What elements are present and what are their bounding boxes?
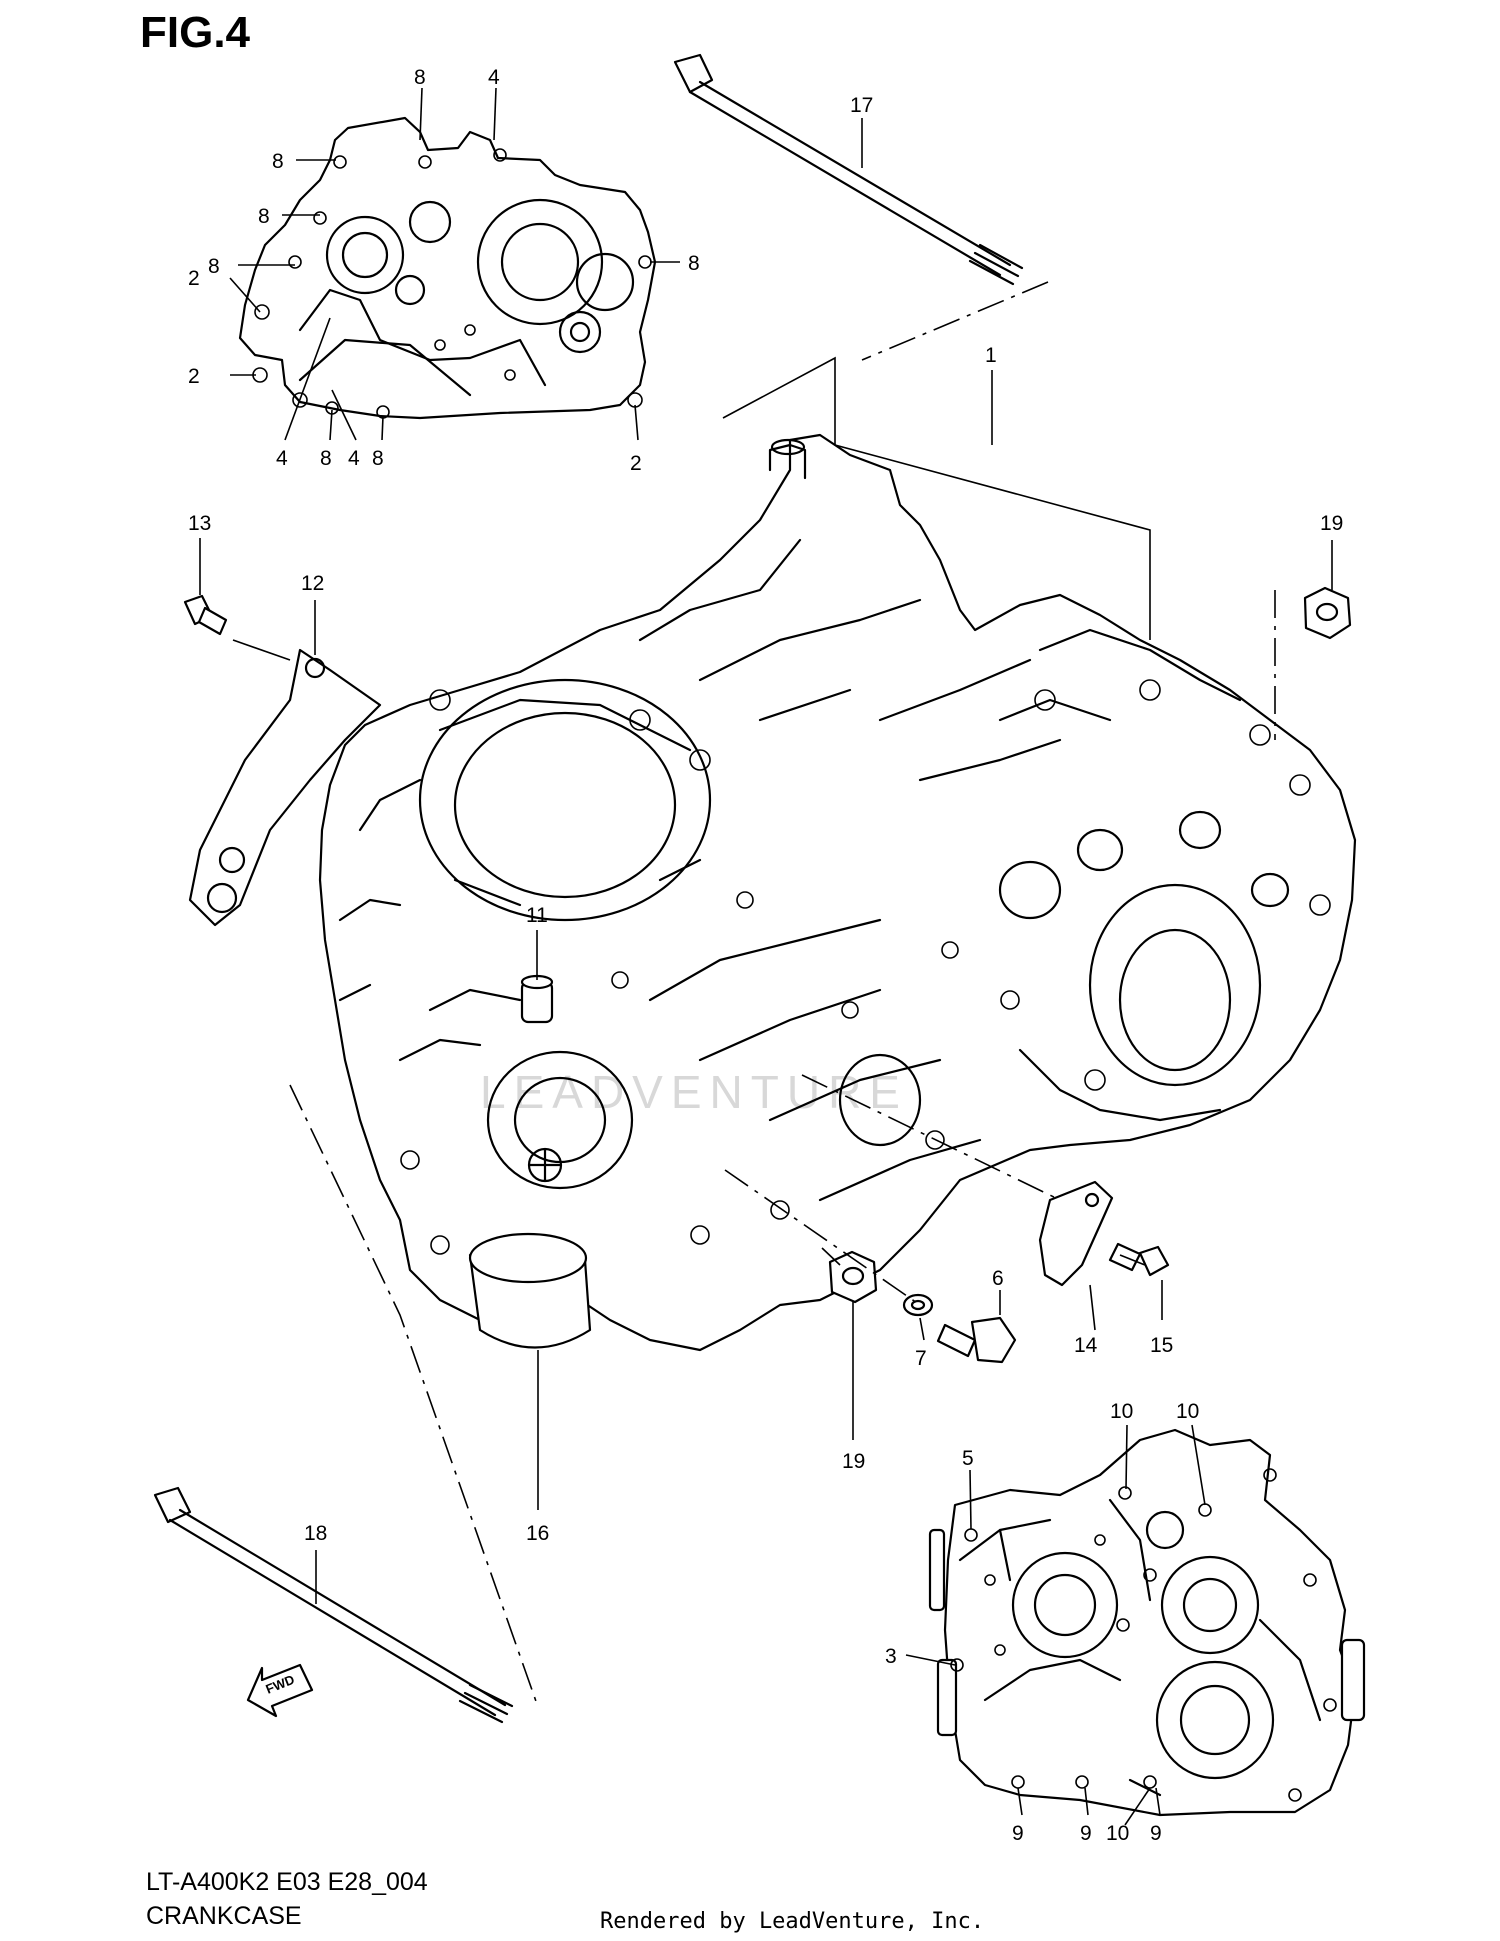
nut-19-upper xyxy=(1303,586,1352,640)
crankcase-right-half xyxy=(928,1428,1366,1817)
callout-8: 8 xyxy=(414,66,426,89)
callout-2: 2 xyxy=(188,365,200,388)
callout-17: 17 xyxy=(850,94,873,117)
assembly-lines xyxy=(232,281,1276,1708)
callout-19: 19 xyxy=(842,1450,865,1473)
forward-arrow-icon: FWD xyxy=(246,1663,314,1718)
long-bolt-18 xyxy=(153,1486,514,1724)
nut-19-lower xyxy=(828,1250,878,1304)
callout-4: 4 xyxy=(348,447,360,470)
callout-14: 14 xyxy=(1074,1334,1098,1357)
callout-1: 1 xyxy=(985,344,997,367)
bracket-12 xyxy=(188,648,382,927)
callout-18: 18 xyxy=(304,1522,327,1545)
drain-bolt-6 xyxy=(936,1316,1017,1364)
callout-leaders xyxy=(199,87,1333,1826)
callout-16: 16 xyxy=(526,1522,549,1545)
callout-8: 8 xyxy=(372,447,384,470)
bolt-15 xyxy=(1108,1242,1170,1277)
callout-11: 11 xyxy=(526,904,548,927)
callout-8: 8 xyxy=(688,252,700,275)
callout-8: 8 xyxy=(320,447,332,470)
long-bolt-17 xyxy=(673,53,1024,286)
watermark-text: LEADVENTURE xyxy=(480,1066,908,1118)
callout-8: 8 xyxy=(272,150,284,173)
callout-9: 9 xyxy=(1150,1822,1162,1845)
callout-3: 3 xyxy=(885,1645,897,1668)
callout-13: 13 xyxy=(188,512,211,535)
crankcase-main-assembly xyxy=(188,433,1357,1352)
callout-4: 4 xyxy=(488,66,500,89)
callout-2: 2 xyxy=(630,452,642,475)
callout-10: 10 xyxy=(1106,1822,1129,1845)
callout-15: 15 xyxy=(1150,1334,1173,1357)
callout-19: 19 xyxy=(1320,512,1343,535)
oil-filter-cap xyxy=(468,1232,592,1349)
callout-6: 6 xyxy=(992,1267,1004,1290)
render-credit: Rendered by LeadVenture, Inc. xyxy=(600,1909,985,1934)
dowel-pin xyxy=(520,974,554,1024)
callout-12: 12 xyxy=(301,572,324,595)
section-name: CRANKCASE xyxy=(146,1902,302,1930)
callout-numbers: 1 2 2 2 3 4 4 4 5 6 7 8 8 8 8 8 8 8 9 9 … xyxy=(188,66,1343,1845)
figure-title: FIG.4 xyxy=(140,8,251,57)
callout-5: 5 xyxy=(962,1447,974,1470)
callout-9: 9 xyxy=(1080,1822,1092,1845)
plate-14 xyxy=(1038,1180,1114,1287)
bolt-13 xyxy=(183,594,228,636)
callout-4: 4 xyxy=(276,447,288,470)
callout-8: 8 xyxy=(208,255,220,278)
callout-10: 10 xyxy=(1110,1400,1133,1423)
callout-8: 8 xyxy=(258,205,270,228)
callout-7: 7 xyxy=(915,1347,927,1370)
callout-2: 2 xyxy=(188,267,200,290)
gasket-washer-7 xyxy=(902,1293,934,1317)
crankcase-left-half xyxy=(238,116,657,420)
callout-10: 10 xyxy=(1176,1400,1199,1423)
callout-9: 9 xyxy=(1012,1822,1024,1845)
model-code: LT-A400K2 E03 E28_004 xyxy=(146,1868,428,1896)
